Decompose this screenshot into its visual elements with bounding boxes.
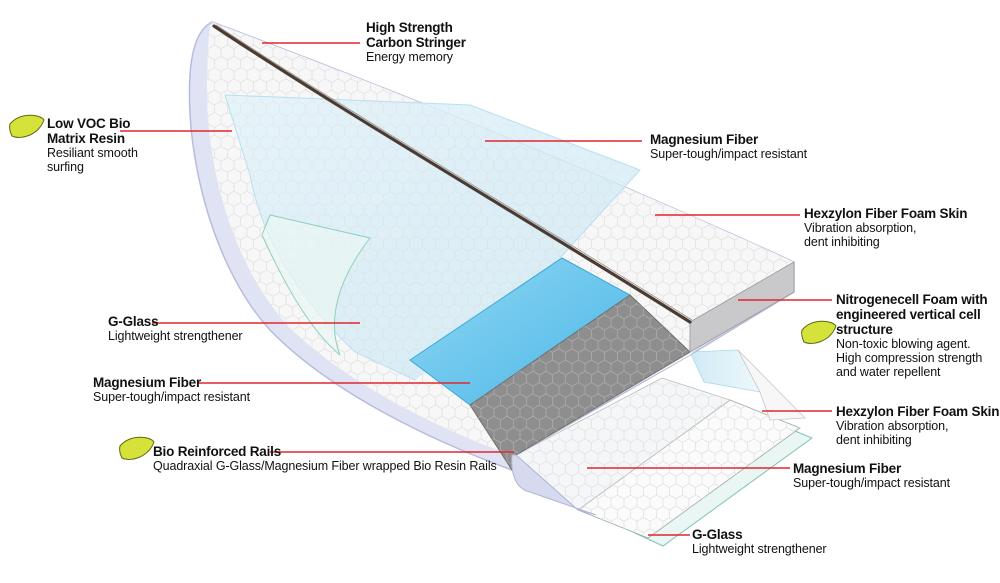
callout-title: High Strength <box>366 20 453 35</box>
callout-g-glass-bottom: G-Glass Lightweight strengthener <box>692 527 827 556</box>
callout-title: Low VOC Bio <box>47 116 131 131</box>
bottom-foam-skin-strip <box>737 349 806 421</box>
leaf-icon <box>9 114 45 138</box>
callout-desc: Vibration absorption, <box>836 419 949 434</box>
callout-title: G-Glass <box>108 314 159 329</box>
callout-desc: Energy memory <box>366 50 453 65</box>
callout-title: engineered vertical cell <box>836 307 981 323</box>
callout-title: Magnesium Fiber <box>793 461 902 476</box>
callout-desc: Lightweight strengthener <box>692 542 827 557</box>
callout-bio-rails: Bio Reinforced Rails Quadraxial G-Glass/… <box>153 444 497 473</box>
callout-title: Magnesium Fiber <box>93 375 202 390</box>
deck-g-glass-film <box>261 214 371 356</box>
callout-bio-resin: Low VOC Bio Matrix Resin Resiliant smoot… <box>47 116 138 174</box>
callout-desc: and water repellent <box>836 365 941 380</box>
callout-desc: Super-tough/impact resistant <box>93 390 251 405</box>
callout-desc: Vibration absorption, <box>804 221 917 236</box>
carbon-stringer <box>212 24 692 324</box>
deck-cut-face <box>689 261 795 353</box>
callout-carbon-stringer: High Strength Carbon Stringer Energy mem… <box>366 20 466 64</box>
callout-desc: High compression strength <box>836 351 983 366</box>
callout-title: G-Glass <box>692 527 743 542</box>
callout-title: Carbon Stringer <box>366 35 466 51</box>
callout-hexzylon-top: Hexzylon Fiber Foam Skin Vibration absor… <box>804 206 967 249</box>
callout-title: Matrix Resin <box>47 131 125 147</box>
callout-desc: Quadraxial G-Glass/Magnesium Fiber wrapp… <box>153 459 497 474</box>
callout-magnesium-top: Magnesium Fiber Super-tough/impact resis… <box>650 132 807 161</box>
bio-reinforced-rail <box>511 454 597 516</box>
callout-title: Bio Reinforced Rails <box>153 444 282 459</box>
callout-title: Hexzylon Fiber Foam Skin <box>804 206 968 221</box>
callout-g-glass-left: G-Glass Lightweight strengthener <box>108 314 243 343</box>
callout-desc: Non-toxic blowing agent. <box>836 337 971 352</box>
callout-title: Magnesium Fiber <box>650 132 759 147</box>
leaf-icon <box>119 436 155 460</box>
leaf-icons <box>9 114 837 460</box>
callout-desc: dent inhibiting <box>804 235 880 250</box>
leaf-icon <box>801 320 837 344</box>
nitrogenecell-core-texture <box>470 295 690 470</box>
surfboard-deck <box>188 21 795 516</box>
callout-desc: Lightweight strengthener <box>108 329 243 344</box>
carbon-stringer-highlight <box>215 24 693 321</box>
bottom-foam-skin-hex <box>578 400 800 538</box>
bottom-magnesium-hex <box>516 378 730 510</box>
callout-desc: Super-tough/impact resistant <box>793 476 951 491</box>
callout-nitrogenecell: Nitrogenecell Foam with engineered verti… <box>836 292 988 380</box>
callout-hexzylon-bottom: Hexzylon Fiber Foam Skin Vibration absor… <box>836 404 999 447</box>
callout-magnesium-left: Magnesium Fiber Super-tough/impact resis… <box>93 375 250 404</box>
callout-magnesium-bottom: Magnesium Fiber Super-tough/impact resis… <box>793 461 950 490</box>
callout-title: structure <box>836 322 893 338</box>
leader-lines <box>120 42 832 536</box>
callout-desc: surfing <box>47 160 84 175</box>
callout-title: Nitrogenecell Foam with <box>836 292 988 307</box>
callout-title: Hexzylon Fiber Foam Skin <box>836 404 1000 419</box>
bottom-layers <box>515 349 814 547</box>
callout-desc: Resiliant smooth <box>47 146 138 161</box>
callout-desc: Super-tough/impact resistant <box>650 147 808 162</box>
callout-desc: dent inhibiting <box>836 433 912 448</box>
